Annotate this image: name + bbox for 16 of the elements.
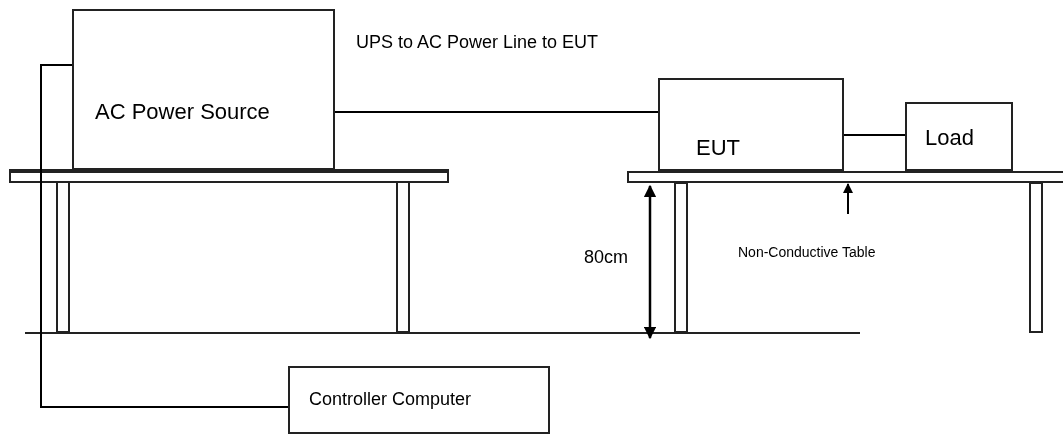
dimension-label: 80cm <box>584 247 628 268</box>
box-label: AC Power Source <box>95 99 270 125</box>
box-label: Load <box>925 125 974 151</box>
equipment-box <box>288 366 550 434</box>
cable-line <box>40 64 289 408</box>
equipment-box <box>72 9 335 170</box>
box-label: Controller Computer <box>309 389 472 410</box>
cable-line <box>334 111 659 113</box>
leader-line <box>843 183 853 215</box>
table-top <box>627 171 1063 183</box>
cable-line <box>843 134 906 136</box>
equipment-box <box>658 78 844 171</box>
note-text: UPS to AC Power Line to EUT <box>356 32 599 53</box>
box-label: EUT <box>696 135 740 161</box>
equipment-box <box>905 102 1013 171</box>
leader-label: Non-Conductive Table <box>738 244 876 260</box>
